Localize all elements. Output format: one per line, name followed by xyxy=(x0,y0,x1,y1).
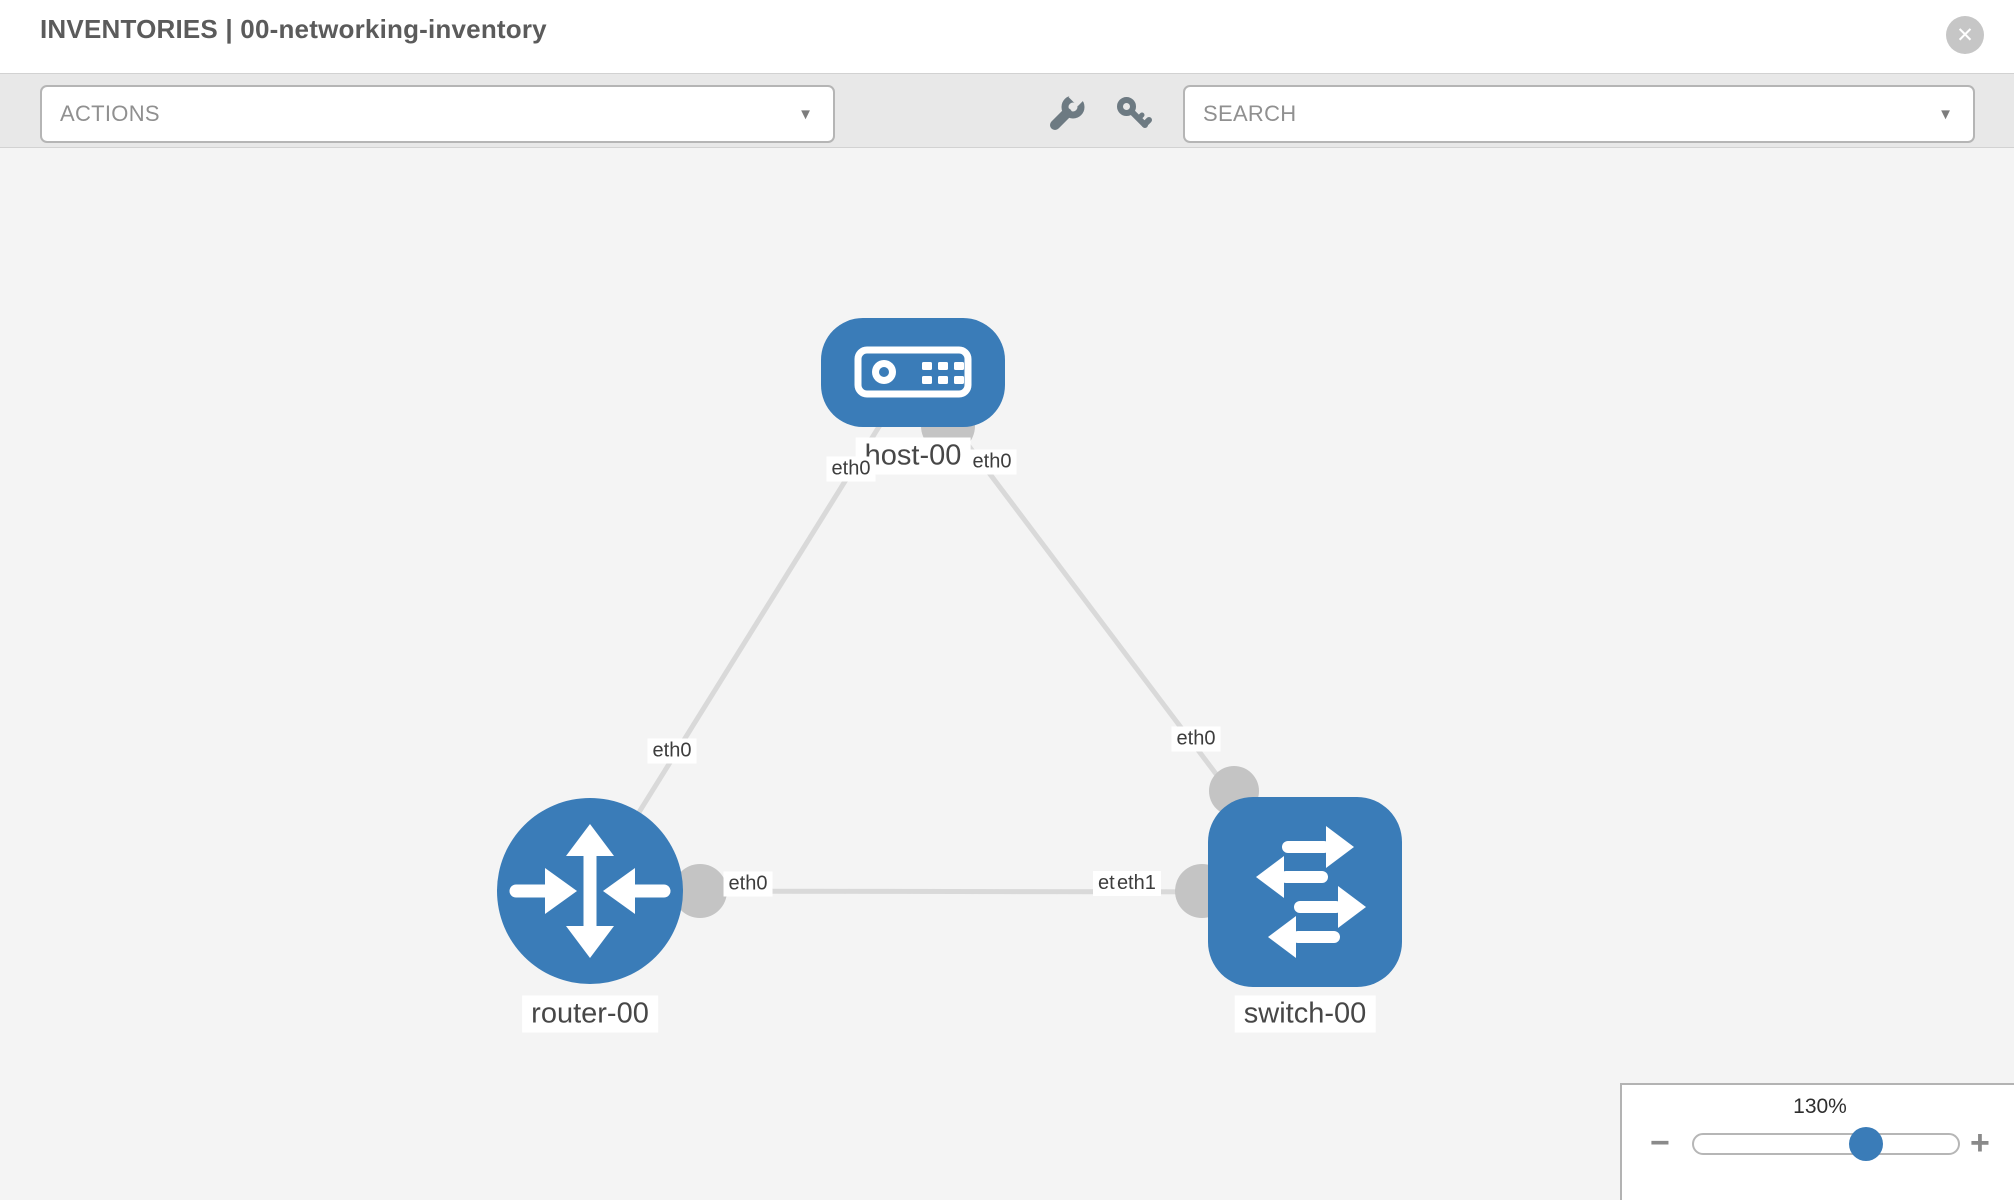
configure-button[interactable] xyxy=(1044,94,1088,134)
zoom-level-value: 130% xyxy=(1793,1095,1847,1118)
plus-icon: + xyxy=(1970,1124,1990,1162)
header-bar: INVENTORIES | 00-networking-inventory ✕ xyxy=(0,0,2014,73)
host-node[interactable] xyxy=(821,318,1005,427)
search-dropdown-label: SEARCH xyxy=(1203,101,1297,126)
chevron-down-icon: ▼ xyxy=(798,105,813,123)
router-node[interactable] xyxy=(497,798,683,984)
iface-label-router-to-switch: eth0 xyxy=(723,871,773,897)
chevron-down-icon: ▼ xyxy=(1938,105,1953,123)
router-icon xyxy=(509,824,671,958)
switch-node[interactable] xyxy=(1208,797,1402,987)
wrench-icon xyxy=(1050,95,1085,130)
topology-canvas[interactable]: host-00 router-00 switch-00 eth0 eth0 et… xyxy=(0,148,2014,1200)
actions-dropdown-label: ACTIONS xyxy=(60,101,160,126)
close-icon: ✕ xyxy=(1956,23,1974,47)
page-title: INVENTORIES | 00-networking-inventory xyxy=(40,14,547,44)
credentials-button[interactable] xyxy=(1112,94,1156,134)
switch-node-label: switch-00 xyxy=(1234,995,1376,1033)
zoom-panel: 130% − + xyxy=(1620,1083,2014,1200)
host-icon xyxy=(854,346,972,398)
search-dropdown[interactable]: SEARCH ▼ xyxy=(1183,85,1975,143)
zoom-slider-track[interactable] xyxy=(1692,1127,1960,1161)
iface-label-switch-from-host: eth0 xyxy=(1171,726,1221,752)
topology-svg xyxy=(497,318,1402,987)
iface-label-host-to-router: eth0 xyxy=(826,456,876,482)
port-router-right xyxy=(673,864,727,918)
minus-icon: − xyxy=(1650,1124,1670,1162)
zoom-slider-thumb[interactable] xyxy=(1849,1127,1883,1161)
router-node-label: router-00 xyxy=(522,995,658,1033)
iface-label-switch-overlap: eth0 eth1 xyxy=(1093,871,1161,896)
iface-label-switch-overlap-front: eth1 xyxy=(1114,871,1161,896)
actions-dropdown[interactable]: ACTIONS ▼ xyxy=(40,85,835,143)
zoom-out-button[interactable]: − xyxy=(1650,1123,1670,1163)
iface-label-host-to-switch: eth0 xyxy=(967,449,1017,475)
host-node-label: host-00 xyxy=(855,437,971,475)
close-button[interactable]: ✕ xyxy=(1946,16,1984,54)
toolbar: ACTIONS ▼ SEARCH ▼ xyxy=(0,73,2014,148)
iface-label-router-from-host: eth0 xyxy=(647,738,697,764)
switch-icon xyxy=(1256,826,1366,958)
zoom-in-button[interactable]: + xyxy=(1970,1123,1990,1163)
key-icon xyxy=(1117,97,1152,128)
